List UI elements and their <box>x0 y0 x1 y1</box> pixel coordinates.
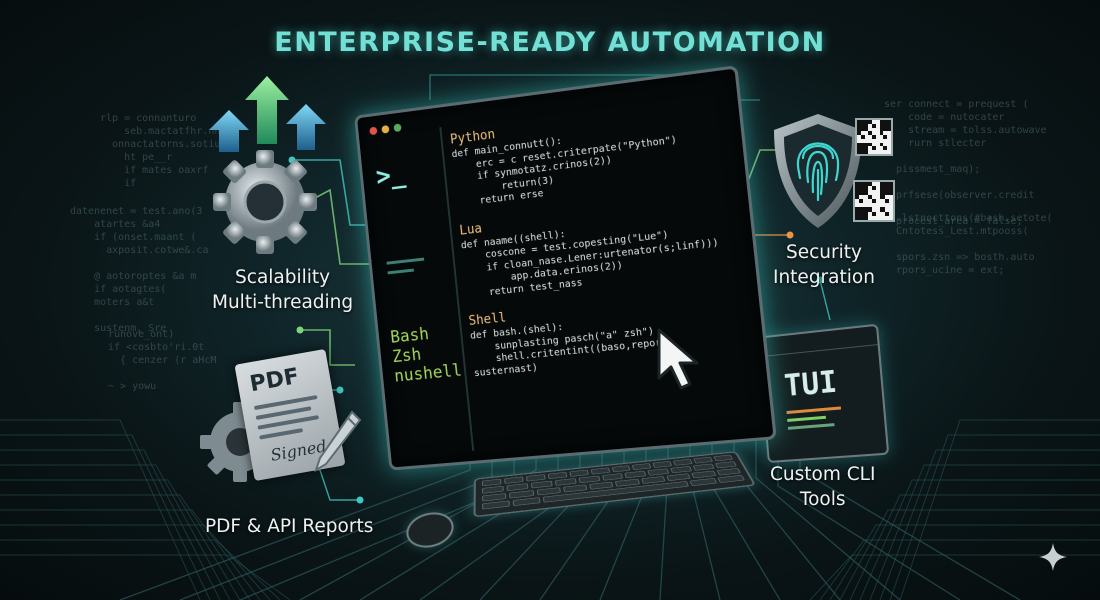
circuit-trace <box>839 509 1100 600</box>
reports-label: PDF & API Reports <box>205 516 374 537</box>
gear-with-arrows-icon <box>209 76 326 254</box>
mouse-pointer-icon <box>657 328 699 390</box>
tui-label: TUI <box>783 364 839 405</box>
circuit-trace <box>755 440 901 600</box>
circuit-trace <box>0 524 271 600</box>
minimize-dot-icon <box>381 124 390 134</box>
fingerprint-shield-icon <box>774 114 862 228</box>
circuit-trace <box>819 539 1100 600</box>
qr-code-icon <box>853 180 895 222</box>
background-code-block: rlp = connanturo seb.mactatfhr.nnest onn… <box>100 113 239 189</box>
background-code-block: .lstnocttons(#bash.setote( Cntotess_Lest… <box>896 213 1053 276</box>
circuit-trace <box>819 279 831 321</box>
circuit-trace <box>429 74 720 100</box>
circuit-trace <box>849 494 1100 600</box>
tui-window-icon: TUI <box>757 323 890 464</box>
sparkle-icon <box>1039 543 1067 571</box>
maximize-dot-icon <box>393 123 402 133</box>
scalability-label: Scalability Multi-threading <box>212 267 354 313</box>
pdf-doc-label: PDF <box>248 364 302 398</box>
pen-icon <box>314 410 362 473</box>
circuit-trace <box>0 494 251 600</box>
circuit-trace <box>0 554 291 600</box>
divider <box>386 257 425 265</box>
circuit-node <box>356 496 364 504</box>
circuit-node <box>816 276 824 284</box>
circuit-trace <box>0 449 221 600</box>
circuit-trace <box>829 524 1100 600</box>
circuit-node <box>786 231 794 239</box>
circuit-trace <box>0 464 231 600</box>
divider <box>387 268 414 275</box>
circuit-trace <box>0 434 211 600</box>
circuit-trace <box>859 479 1100 600</box>
circuit-trace <box>300 329 355 366</box>
cli-tools-label: Custom CLI Tools <box>770 464 876 510</box>
circuit-trace <box>0 479 241 600</box>
terminal-prompt-icon: >_ <box>374 159 407 193</box>
security-label: Security Integration <box>773 242 875 288</box>
background-code-block: ser connect = prequest ( code = nutocate… <box>884 99 1047 227</box>
circuit-node <box>336 386 344 394</box>
background-code-block: datenenet = test.ano(3 atartes &a4 if (o… <box>70 206 209 334</box>
circuit-trace <box>889 434 1100 600</box>
circuit-trace <box>479 440 603 600</box>
circuit-trace <box>0 509 261 600</box>
circuit-trace <box>809 554 1100 600</box>
qr-code-icon <box>855 118 893 156</box>
circuit-trace <box>0 539 281 600</box>
circuit-node <box>296 326 304 334</box>
circuit-trace <box>879 449 1100 600</box>
background-code-block: runove_ont) if <cosbto'ri.0t { cenzer (r… <box>108 329 217 392</box>
close-dot-icon <box>369 126 378 136</box>
page-title: ENTERPRISE-READY AUTOMATION <box>274 27 826 58</box>
